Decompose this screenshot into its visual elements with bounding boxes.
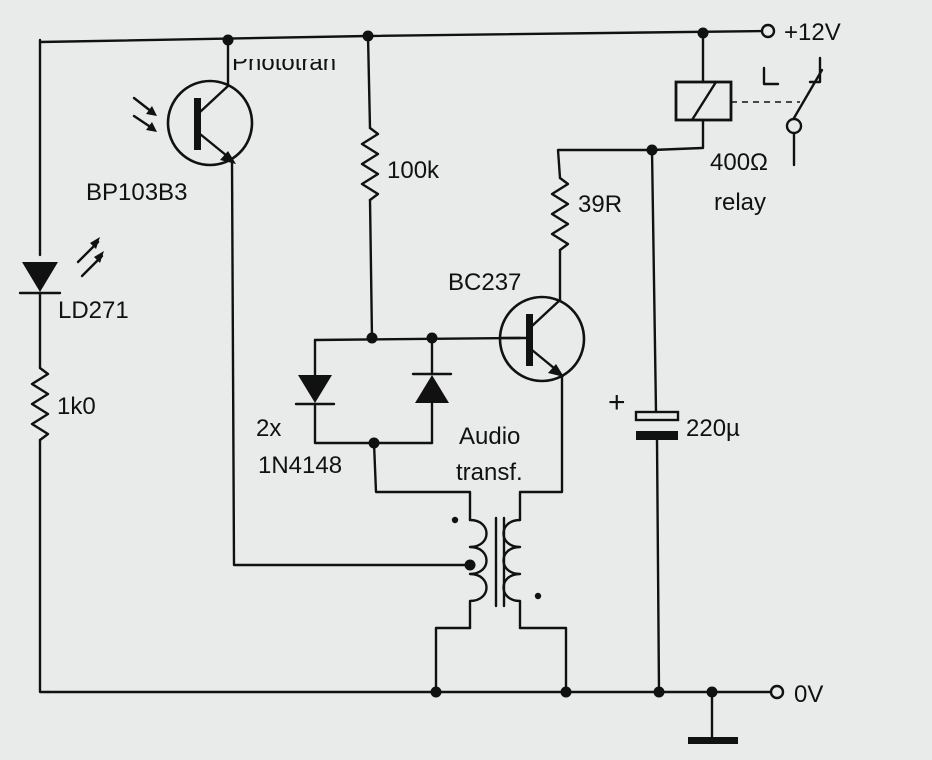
wire-secondary-ground <box>518 626 568 694</box>
supply-rail-positive <box>38 29 766 44</box>
label-resistor-led: 1k0 <box>57 393 96 420</box>
resistor-bias-icon <box>360 126 380 202</box>
label-diodes-part: 1N4148 <box>258 452 342 479</box>
wire-capacitor-top <box>650 148 658 414</box>
junction <box>430 686 442 698</box>
wire-bias-top <box>366 34 372 130</box>
terminal-ground <box>769 684 785 700</box>
wire-emitter-to-transformer <box>518 375 564 522</box>
wire-bias-bottom <box>368 198 374 340</box>
label-supply-positive: +12V <box>784 19 841 46</box>
label-phototransistor: BP103B3 <box>86 179 187 206</box>
phototransistor-icon <box>132 38 254 167</box>
relay-contact-icon <box>762 56 824 167</box>
label-transistor: BC237 <box>448 269 521 296</box>
label-capacitor: 220µ <box>686 415 740 442</box>
junction <box>464 559 476 571</box>
wire-led-ground <box>38 438 50 694</box>
label-relay-resistance: 400Ω <box>710 149 768 176</box>
label-supply-ground: 0V <box>794 681 823 708</box>
wire-base-node <box>313 336 522 342</box>
label-resistor-collector: 39R <box>578 191 622 218</box>
junction <box>653 686 665 698</box>
wire-collector-top <box>556 146 704 180</box>
resistor-collector-icon <box>550 176 570 252</box>
capacitor-icon <box>634 410 680 440</box>
junction <box>366 332 378 344</box>
label-relay: relay <box>714 189 766 216</box>
label-capacitor-polarity: + <box>608 386 626 419</box>
relay-coil-icon <box>674 80 733 122</box>
wire-capacitor-bottom <box>655 438 661 694</box>
junction <box>560 686 572 698</box>
wire-phototransistor-emitter <box>230 158 472 567</box>
terminal-positive <box>760 23 776 39</box>
transformer-icon <box>451 516 542 630</box>
label-diodes-count: 2x <box>256 415 281 442</box>
wire-primary-ground <box>434 626 472 694</box>
label-led: LD271 <box>58 297 129 324</box>
ground-icon <box>688 737 738 744</box>
label-resistor-bias: 100k <box>387 157 440 184</box>
resistor-led-icon <box>30 366 50 442</box>
led-icon <box>18 237 104 295</box>
wire-diode-to-transformer <box>372 441 472 522</box>
junction <box>706 686 718 698</box>
diode-down-icon <box>294 375 336 406</box>
wire-diode-bottom <box>313 402 434 445</box>
diode-up-icon <box>411 372 453 403</box>
transistor-icon <box>498 295 586 383</box>
label-transformer-line1: Audio <box>459 423 520 450</box>
label-phototransistor-heading: Phototran <box>232 49 336 76</box>
label-transformer-line2: transf. <box>456 459 523 486</box>
